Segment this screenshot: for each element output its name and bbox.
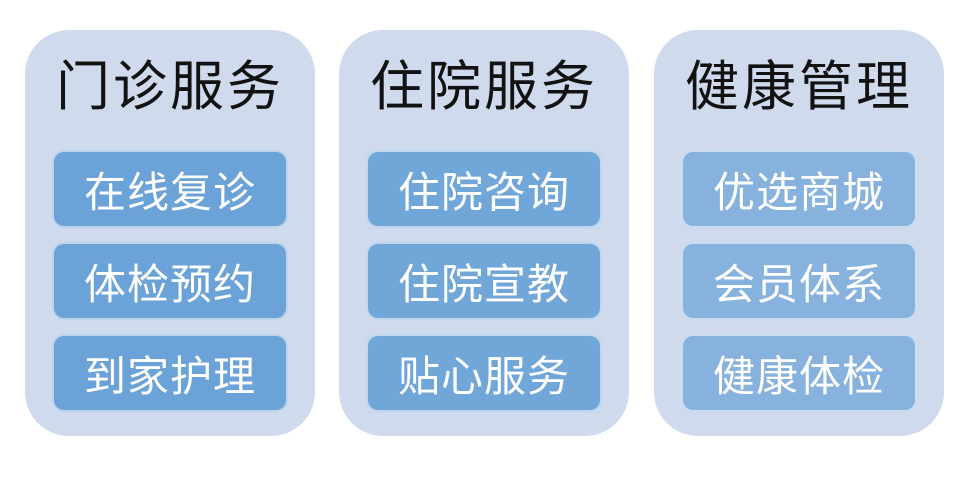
button-group-health-management: 优选商城 会员体系 健康体检 — [681, 150, 917, 413]
service-panel-inpatient: 住院服务 住院咨询 住院宣教 贴心服务 — [339, 30, 629, 436]
button-health-checkup[interactable]: 健康体检 — [681, 334, 917, 413]
panel-title-outpatient: 门诊服务 — [56, 57, 284, 117]
button-group-outpatient: 在线复诊 体检预约 到家护理 — [52, 150, 288, 413]
button-inpatient-education[interactable]: 住院宣教 — [366, 242, 602, 321]
button-caring-service[interactable]: 贴心服务 — [366, 334, 602, 413]
button-group-inpatient: 住院咨询 住院宣教 贴心服务 — [366, 150, 602, 413]
button-membership-system[interactable]: 会员体系 — [681, 242, 917, 321]
service-panel-health-management: 健康管理 优选商城 会员体系 健康体检 — [654, 30, 944, 436]
panel-title-health-management: 健康管理 — [685, 57, 913, 117]
panel-title-inpatient: 住院服务 — [370, 57, 598, 117]
service-panel-outpatient: 门诊服务 在线复诊 体检预约 到家护理 — [25, 30, 315, 436]
button-inpatient-consult[interactable]: 住院咨询 — [366, 150, 602, 229]
button-checkup-booking[interactable]: 体检预约 — [52, 242, 288, 321]
button-online-followup[interactable]: 在线复诊 — [52, 150, 288, 229]
button-home-nursing[interactable]: 到家护理 — [52, 334, 288, 413]
button-preferred-mall[interactable]: 优选商城 — [681, 150, 917, 229]
